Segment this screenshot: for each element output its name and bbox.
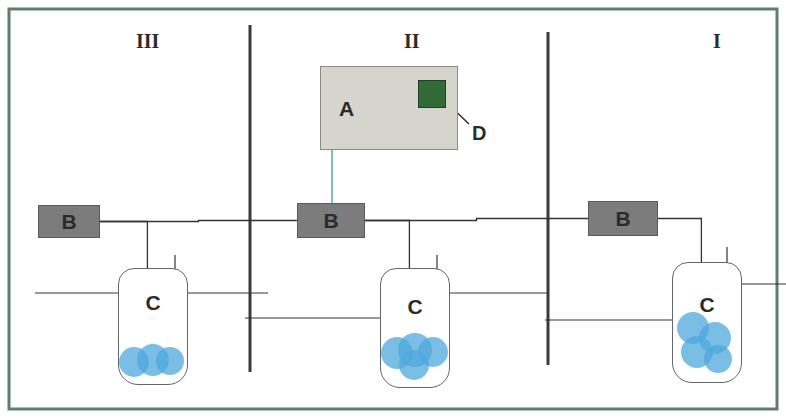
- module-box: B: [588, 201, 658, 236]
- module-box: B: [38, 205, 100, 238]
- node-label: B: [615, 207, 630, 231]
- node-label: B: [323, 209, 338, 233]
- vessel: C: [672, 262, 742, 383]
- connector-line: [365, 221, 409, 269]
- node-label: B: [61, 210, 76, 234]
- section-divider: [249, 25, 252, 372]
- control-unit-box: A: [320, 66, 458, 150]
- vessel: C: [118, 268, 188, 385]
- section-label: III: [136, 30, 159, 53]
- vessel: C: [380, 268, 450, 388]
- node-label: C: [407, 295, 422, 319]
- liquid-blobs: [119, 312, 732, 380]
- node-label: A: [339, 97, 354, 121]
- section-label: I: [713, 30, 721, 53]
- callout-letter: D: [472, 122, 486, 145]
- section-divider: [547, 32, 550, 365]
- node-label: C: [145, 291, 160, 315]
- module-box: B: [297, 203, 365, 238]
- connector-line: [658, 219, 701, 263]
- connector-line: [100, 222, 147, 269]
- section-label: II: [404, 30, 420, 53]
- connector-line: [331, 150, 332, 203]
- outer-frame: [9, 9, 777, 409]
- node-label: C: [699, 293, 714, 317]
- indicator-square: [418, 80, 446, 108]
